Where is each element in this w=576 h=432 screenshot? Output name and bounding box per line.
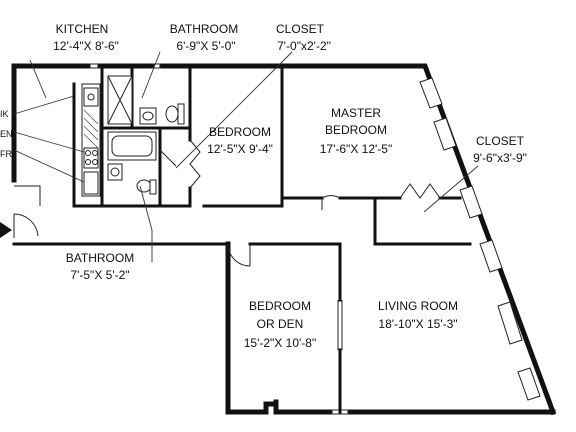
bedroom-size: 12'-5"X 9'-4" xyxy=(207,142,273,156)
right-windows xyxy=(419,77,541,401)
kitchen-size: 12'-4"X 8'-6" xyxy=(53,39,119,53)
bathroom-top-label: BATHROOM xyxy=(170,22,238,36)
room-labels: KITCHEN 12'-4"X 8'-6" BATHROOM 6'-9"X 5'… xyxy=(0,22,527,350)
closet-right-size: 9'-6"x3'-9" xyxy=(473,151,527,165)
master-bedroom-label-2: BEDROOM xyxy=(325,123,387,137)
toilet-icon xyxy=(136,179,152,193)
bedroom-den-label-1: BEDROOM xyxy=(249,299,311,313)
sink-label: IK xyxy=(0,109,9,119)
closet-top-size: 7'-0"x2'-2" xyxy=(277,39,331,53)
kitchen-label: KITCHEN xyxy=(56,22,109,36)
oven-label: EN xyxy=(0,129,13,139)
bathroom-bottom-size: 7'-5"X 5'-2" xyxy=(70,268,129,282)
bedroom-label: BEDROOM xyxy=(209,125,271,139)
toilet-icon xyxy=(165,105,179,123)
fridge-label: FR. xyxy=(0,149,15,159)
master-bedroom-label-1: MASTER xyxy=(331,106,381,120)
fixtures xyxy=(81,75,185,197)
interior-walls xyxy=(12,68,472,414)
sink-icon xyxy=(83,87,99,107)
master-bedroom-size: 17'-6"X 12'-5" xyxy=(320,142,392,156)
living-room-size: 18'-10"X 15'-3" xyxy=(378,317,457,331)
bedroom-den-size: 15'-2"X 10'-8" xyxy=(244,336,316,350)
bathroom-top-size: 6'-9"X 5'-0" xyxy=(176,39,235,53)
fridge-icon xyxy=(83,171,99,195)
closet-right-label: CLOSET xyxy=(476,134,525,148)
living-room-label: LIVING ROOM xyxy=(378,299,458,313)
bathroom-bottom-label: BATHROOM xyxy=(66,251,134,265)
entry-arrow-icon xyxy=(0,222,12,238)
doors xyxy=(13,139,441,267)
bedroom-den-label-2: OR DEN xyxy=(257,317,304,331)
closet-top-label: CLOSET xyxy=(276,22,325,36)
leader-lines xyxy=(13,51,479,262)
stove-icon xyxy=(83,147,99,169)
exterior-walls xyxy=(11,63,557,416)
